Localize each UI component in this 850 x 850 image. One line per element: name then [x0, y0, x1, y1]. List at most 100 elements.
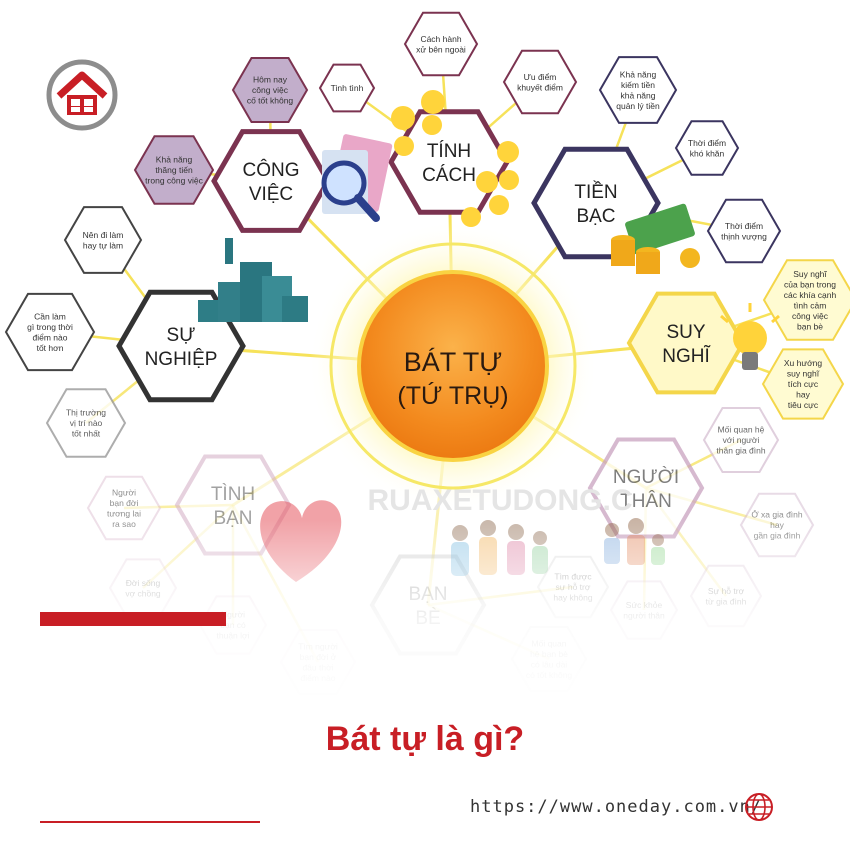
sub-node-label: Thời điểm: [688, 138, 726, 148]
sub-node-label: Mối quan: [532, 638, 567, 648]
main-node-label: TÍNH: [427, 141, 471, 162]
sub-node-label: Mối quan hệ: [718, 425, 765, 435]
sub-node-label: công việc: [252, 85, 289, 95]
sub-node-label: vợ chồng: [125, 588, 161, 598]
main-node-label: BẠN: [408, 584, 447, 605]
sub-node-label: Hôm nay: [253, 75, 288, 85]
sub-node-label: Suy nghĩ: [793, 269, 827, 279]
main-node-label: NGƯỜI: [613, 466, 679, 488]
sub-node-hexagon: [63, 206, 143, 274]
main-node-label: SUY: [666, 322, 705, 343]
sub-node-label: hay: [796, 390, 810, 400]
sub-node-hexagon: [45, 388, 127, 458]
sub-node-hexagon: [598, 56, 678, 124]
sub-node-label: thuận lợi: [217, 631, 250, 641]
house-logo-icon: [46, 59, 118, 131]
main-node-label: CÁCH: [422, 165, 476, 186]
sub-node-label: có tốt không: [526, 670, 573, 680]
sub-node-label: suy nghĩ: [787, 369, 820, 379]
emoji-icon: [391, 90, 519, 227]
sub-node-label: tích cực: [788, 379, 819, 389]
page-title: Bát tự là gì?: [325, 720, 525, 758]
sub-node-label: điểm nào: [301, 673, 336, 683]
sub-node-label: Cần làm: [34, 311, 66, 321]
sub-node-label: Nên đi làm: [83, 230, 124, 240]
main-node-hexagon: [626, 291, 746, 395]
sub-node-label: Thị trường: [66, 408, 106, 418]
main-node-label: TIỀN: [574, 181, 617, 203]
sub-node-label: điểm nào: [33, 332, 68, 342]
center-circle: [357, 270, 549, 462]
main-node-label: BẠN: [213, 508, 252, 529]
bottom-divider: [40, 821, 260, 823]
sub-node-label: với người: [723, 435, 760, 445]
sub-node-label: sự hỗ trợ: [556, 582, 591, 592]
sub-node-label: Khả năng: [620, 69, 657, 79]
sub-node-label: ra sao: [112, 519, 136, 529]
website-link[interactable]: https://www.oneday.com.vn/: [470, 797, 763, 817]
accent-bar: [40, 612, 226, 626]
sub-node-label: tốt nhất: [72, 429, 101, 439]
sub-node-label: Khả năng: [156, 155, 193, 165]
watermark: RUAXETUDONG.C: [367, 484, 632, 517]
magnifier-icon: [321, 134, 393, 222]
sub-node-label: khó khăn: [690, 148, 725, 158]
sub-node-label: tình cảm: [794, 300, 827, 310]
sub-node-label: Xu hướng: [784, 358, 822, 368]
center-title: BÁT TỰ: [404, 347, 503, 377]
sub-node-label: tốt hơn: [37, 343, 64, 353]
sub-node-label: thịnh vượng: [721, 231, 767, 241]
sub-node-label: Tinh tình: [331, 83, 364, 93]
sub-node-label: Sức khỏe: [626, 600, 663, 610]
main-node-label: BẠC: [576, 206, 615, 227]
sub-node-label: gần gia đình: [754, 531, 801, 541]
main-node-label: TÌNH: [211, 484, 255, 505]
heart-icon: [260, 500, 342, 582]
sub-node-label: từ gia đình: [706, 596, 747, 606]
lightbulb-icon: [720, 303, 780, 370]
sub-node-label: thân gia đình: [716, 446, 765, 456]
sub-node-label: Tìm người: [298, 641, 338, 651]
sub-node-label: quản lý tiền: [616, 101, 660, 111]
sub-node-hexagon: [133, 135, 215, 205]
sub-node-label: hay tự làm: [83, 240, 123, 250]
sub-node-label: Cách hành: [420, 34, 461, 44]
main-node-label: SỰ: [167, 325, 196, 346]
sub-node-label: khuyết điểm: [517, 82, 563, 92]
sub-node-label: trong công việc: [145, 176, 203, 186]
career-stairs-icon: [198, 238, 308, 322]
sub-node-hexagon: [4, 292, 96, 372]
main-node-hexagon: [211, 129, 331, 233]
sub-node-label: hay: [770, 520, 784, 530]
center-ring: [329, 242, 577, 490]
sub-node-label: Thời điểm: [725, 221, 763, 231]
sub-node-hexagon: [502, 49, 578, 115]
main-node-label: THÂN: [620, 490, 672, 512]
sub-node-label: tương lai: [107, 508, 141, 518]
money-icon: [611, 203, 700, 274]
sub-node-label: kiếm tiền: [621, 80, 655, 90]
sub-node-label: bạn đời: [110, 498, 139, 508]
sub-node-label: bạn bè: [797, 321, 823, 331]
sub-node-label: xử bên ngoài: [416, 44, 466, 54]
sub-node: Tinh tình: [318, 63, 376, 113]
sub-node-label: hay không: [553, 593, 592, 603]
sub-node-hexagon: [706, 198, 782, 264]
globe-icon: [745, 793, 773, 821]
sub-node-label: tiêu cực: [788, 400, 819, 410]
sub-node-label: thăng tiến: [155, 165, 193, 175]
